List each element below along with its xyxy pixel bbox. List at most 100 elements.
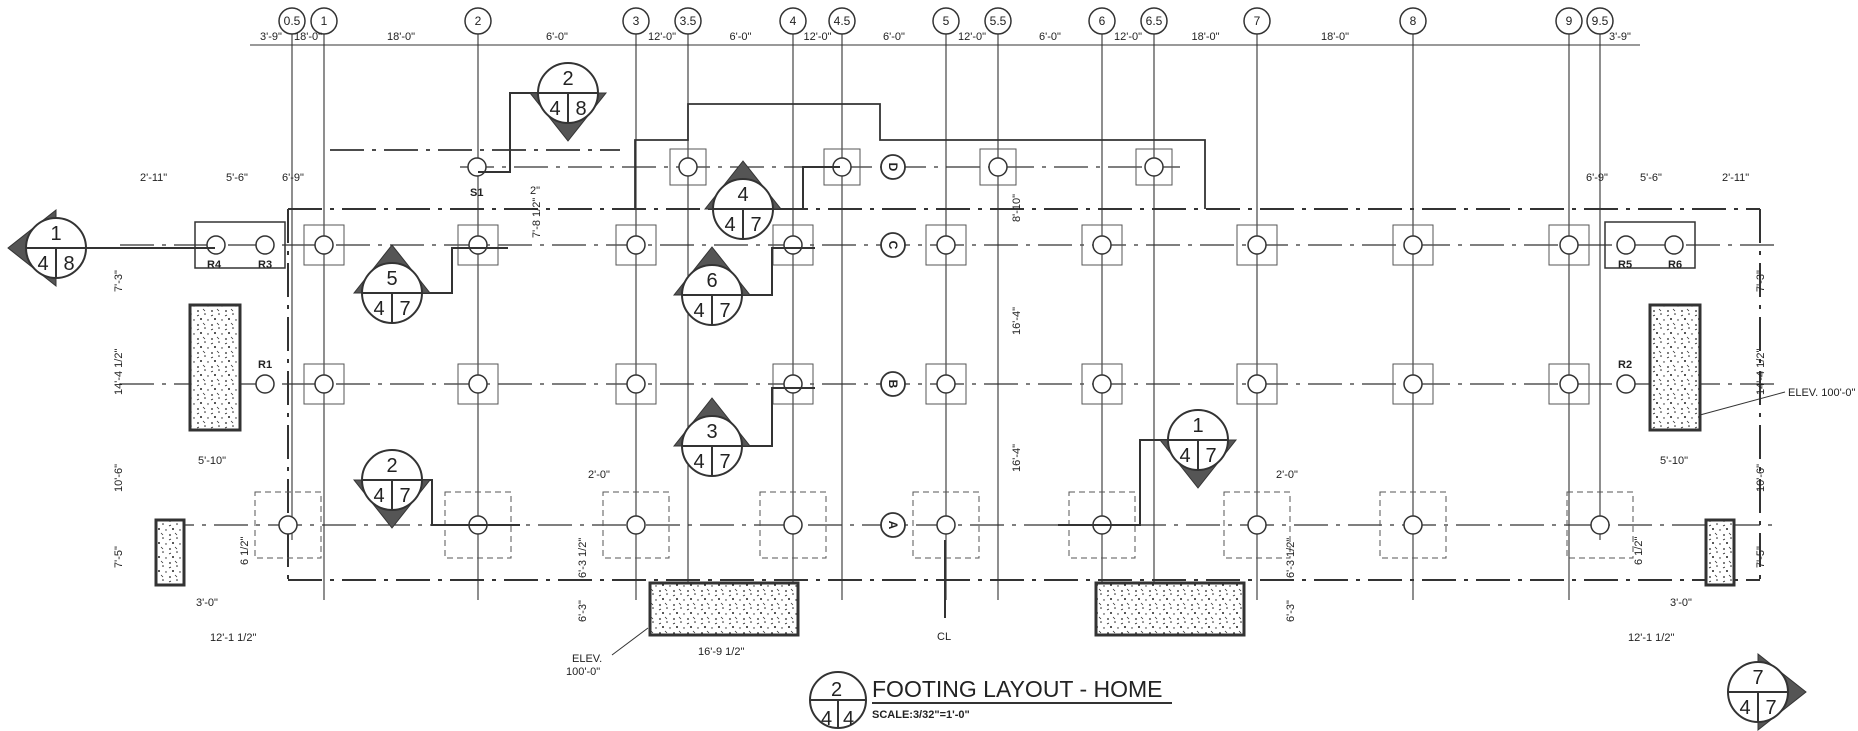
right-small-pad	[1704, 518, 1736, 587]
grid-col-bubble-2	[464, 7, 492, 35]
footing-pier-A-5	[936, 515, 956, 535]
row-bubble-A	[880, 512, 906, 538]
grid-col-label-9: 9	[1566, 14, 1573, 28]
dim-left-small-w: 3'-0"	[196, 597, 218, 609]
footing-pier-C-5	[936, 235, 956, 255]
section-tag-sheet-b: 7	[1205, 445, 1216, 467]
row-d-outline	[634, 103, 1206, 209]
footing-pier-B-3	[626, 374, 646, 394]
footing-pad-D-3.5	[669, 148, 707, 186]
grid-col-bubble-7	[1243, 7, 1271, 35]
concrete-pads	[154, 303, 1736, 637]
grid-col-bubble-5.5	[984, 7, 1012, 35]
footing-pad-B-8	[1392, 363, 1434, 405]
footing-pier-C-9	[1559, 235, 1579, 255]
footing-pad-A-9	[1566, 491, 1634, 559]
top-dim-text-6: 12'-0"	[803, 31, 831, 43]
point-labels: R4 R3 R1 R5 R6 R2 S1	[207, 187, 1682, 371]
left-concrete-pad	[188, 303, 242, 432]
side-dimensions: 2'-11" 5'-6" 6'-9" 6'-9" 5'-6" 2'-11" 5'…	[140, 172, 1749, 658]
grid-col-label-6: 6	[1099, 14, 1106, 28]
section-tag-number: 7	[1752, 667, 1763, 689]
r2-label: R2	[1618, 359, 1632, 371]
grid-col-bubble-1	[310, 7, 338, 35]
r5-label: R5	[1618, 259, 1632, 271]
footing-pad-B-5	[925, 363, 967, 405]
footing-pad-C-8	[1392, 224, 1434, 266]
footing-pad-A-1	[254, 491, 322, 559]
grid-col-label-5: 5	[943, 14, 950, 28]
footing-pad-B-7	[1236, 363, 1278, 405]
footing-pier-D-6.5	[1144, 157, 1164, 177]
grid-col-bubble-5	[932, 7, 960, 35]
dim-left-bottom: 12'-1 1/2"	[210, 632, 256, 644]
grid-col-label-2: 2	[475, 14, 482, 28]
section-tag-number: 3	[706, 421, 717, 443]
footing-pier-A-3	[626, 515, 646, 535]
footing-pier-B-4	[783, 374, 803, 394]
section-tag-sheet-b: 7	[399, 485, 410, 507]
title-tag-sheet-a: 4	[821, 708, 832, 730]
section-tag-sheet-a: 4	[373, 298, 384, 320]
top-dim-text-0: 3'-9"	[260, 31, 282, 43]
footing-pier-A-9	[1590, 515, 1610, 535]
grid-col-label-6.5: 6.5	[1146, 14, 1163, 28]
footing-pier-C-4	[783, 235, 803, 255]
left-small-pad	[154, 518, 186, 587]
top-dim-text-4: 12'-0"	[648, 31, 676, 43]
section-tag-sheet-a: 4	[37, 253, 48, 275]
top-dim-text-11: 18'-0"	[1191, 31, 1219, 43]
grid-col-bubble-6	[1088, 7, 1116, 35]
section-tag-sheet-b: 7	[1765, 697, 1776, 719]
r1-label: R1	[258, 359, 272, 371]
elev-bottom-label-2: 100'-0"	[566, 666, 600, 678]
top-dim-text-5: 6'-0"	[730, 31, 752, 43]
dim-mid-v2: 6'-3"	[577, 600, 589, 622]
footing-pier-C-8	[1403, 235, 1423, 255]
top-dim-text-10: 12'-0"	[1114, 31, 1142, 43]
elevation-notes: ELEV. 100'-0" ELEV. 100'-0"	[566, 387, 1855, 678]
dim-right-half: 6 1/2"	[1633, 537, 1645, 565]
title-tag-num: 2	[831, 679, 842, 701]
elev-right-label: ELEV. 100'-0"	[1788, 387, 1855, 399]
footing-pad-C-6	[1081, 224, 1123, 266]
dim-right-small-w: 3'-0"	[1670, 597, 1692, 609]
section-tag-sheet-a: 4	[693, 451, 704, 473]
grid-col-label-5.5: 5.5	[990, 14, 1007, 28]
footing-pad-C-4	[772, 224, 814, 266]
top-dim-text-2: 18'-0"	[387, 31, 415, 43]
row-bubble-B	[880, 371, 906, 397]
s1-label: S1	[470, 187, 483, 199]
footing-pier-B-1	[314, 374, 334, 394]
dim-bottom-pad-w: 16'-9 1/2"	[698, 646, 744, 658]
footing-pier-B-5	[936, 374, 956, 394]
section-tag-sheet-a: 4	[1179, 445, 1190, 467]
section-tag-number: 5	[386, 268, 397, 290]
footing-pier-D-3.5	[678, 157, 698, 177]
row-label-D: D	[886, 163, 900, 172]
centerline-marker: CL	[937, 540, 951, 643]
dim-right-v1: 7'-3"	[1755, 270, 1767, 292]
section-tag-sheet-a: 4	[549, 98, 560, 120]
top-dim-text-13: 3'-9"	[1609, 31, 1631, 43]
footing-pad-B-1	[303, 363, 345, 405]
section-tag-number: 4	[737, 184, 748, 206]
grid-col-bubble-3	[622, 7, 650, 35]
footing-pad-C-5	[925, 224, 967, 266]
section-tag-sheet-b: 7	[399, 298, 410, 320]
dim-left-v2: 14'-4 1/2"	[113, 349, 125, 395]
dim-footing-b: 2'-0"	[1276, 469, 1298, 481]
section-tag-number: 1	[50, 223, 61, 245]
grid-col-label-7: 7	[1254, 14, 1261, 28]
dim-center-v1: 8'-10"	[1011, 194, 1023, 222]
footing-pad-B-3	[615, 363, 657, 405]
footing-pier-B-6	[1092, 374, 1112, 394]
dim-right-v2: 14'-4 1/2"	[1755, 349, 1767, 395]
dim-footing-a: 2'-0"	[588, 469, 610, 481]
footing-pier-A-8	[1403, 515, 1423, 535]
footing-pad-C-2	[457, 224, 499, 266]
